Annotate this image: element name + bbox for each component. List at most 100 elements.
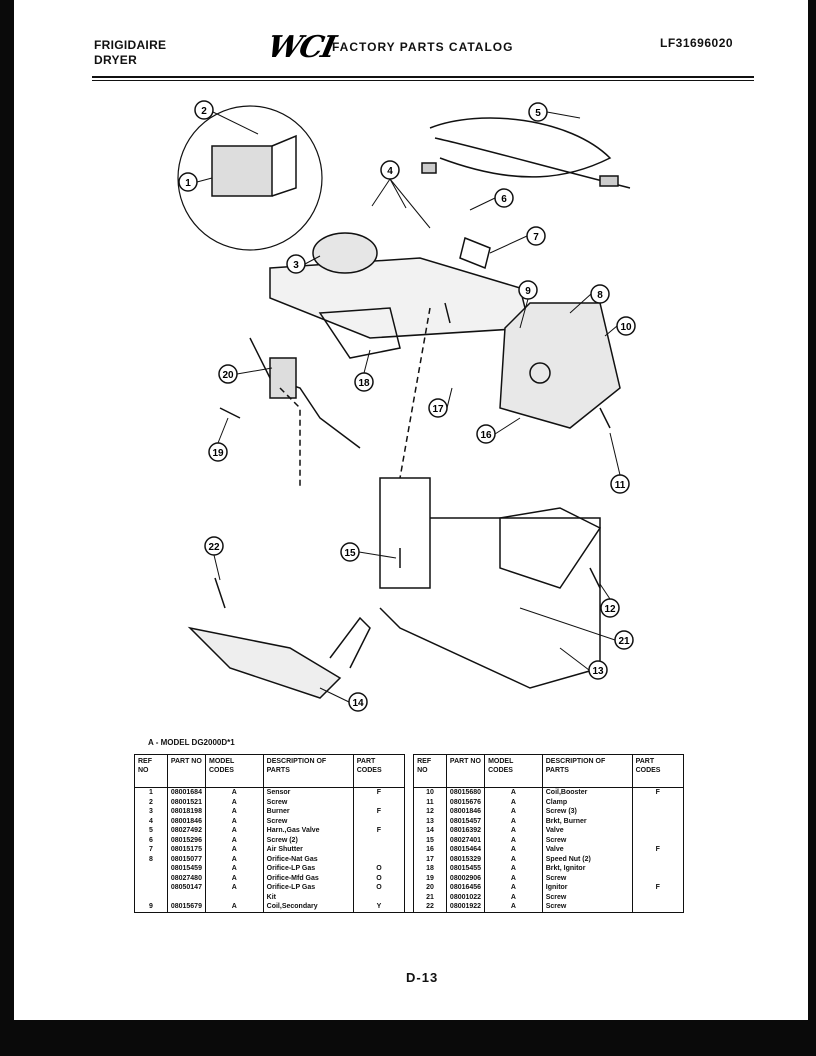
model-code-cell: A	[484, 816, 543, 826]
description-cell: Screw (2)	[262, 835, 354, 845]
catalog-title: FACTORY PARTS CATALOG	[332, 40, 514, 54]
wire-harness	[429, 117, 612, 178]
description-cell: Orifice-LP Gas	[262, 883, 354, 893]
leader-lines	[196, 111, 621, 703]
part-code-cell	[352, 835, 406, 845]
table-gap	[405, 874, 414, 884]
model-code-cell: A	[484, 845, 543, 855]
part-no-cell: 08001846	[166, 816, 206, 826]
wci-logo: WCI	[264, 30, 338, 65]
ref-no-cell: 5	[134, 826, 168, 836]
part-no-cell: 08001022	[445, 892, 486, 902]
harness-connector-b	[599, 175, 619, 187]
table-gap	[405, 845, 414, 855]
col-part-no: PART NO	[166, 754, 206, 788]
ignitor-wire	[249, 337, 361, 449]
callout-9: 9	[518, 280, 538, 300]
part-no-cell: 08015077	[166, 854, 206, 864]
table-gap	[405, 788, 414, 798]
part-code-cell: F	[631, 845, 685, 855]
svg-text:10: 10	[620, 322, 632, 333]
model-code-cell: A	[204, 826, 264, 836]
model-code-cell	[204, 892, 264, 902]
ref-no-cell	[134, 864, 168, 874]
brand-name: FRIGIDAIRE	[94, 38, 167, 52]
part-no-cell: 08015676	[445, 797, 486, 807]
ref-no-cell	[134, 892, 168, 902]
svg-text:11: 11	[615, 480, 626, 491]
description-cell: Speed Nut (2)	[541, 854, 633, 864]
catalog-number: LF31696020	[660, 36, 734, 50]
screw-19	[219, 407, 241, 419]
description-cell: Coil,Booster	[541, 787, 633, 798]
svg-text:14: 14	[352, 698, 364, 709]
valve-bracket	[499, 507, 602, 589]
ref-no-cell	[134, 883, 168, 893]
ref-no-cell: 19	[413, 873, 447, 883]
part-no-cell: 08015457	[445, 816, 486, 826]
callout-3: 3	[286, 254, 306, 274]
model-code-cell: A	[204, 854, 264, 864]
callout-16: 16	[476, 424, 496, 444]
clamp	[459, 236, 491, 270]
callout-2: 2	[194, 100, 214, 120]
col-part-codes-2: PART CODES	[631, 754, 685, 788]
part-code-cell	[631, 892, 685, 902]
description-cell: Harn.,Gas Valve	[262, 826, 354, 836]
part-no-cell: 08015680	[445, 787, 486, 798]
header-rule	[92, 76, 754, 78]
table-gap	[405, 817, 414, 827]
table-gap	[405, 836, 414, 846]
ref-no-cell: 2	[134, 797, 168, 807]
ref-no-cell: 6	[134, 835, 168, 845]
part-code-cell	[631, 816, 685, 826]
callout-4: 4	[380, 160, 400, 180]
ref-no-cell	[134, 873, 168, 883]
ref-no-cell: 4	[134, 816, 168, 826]
svg-text:20: 20	[222, 370, 234, 381]
col-description-2: DESCRIPTION OF PARTS	[541, 754, 633, 788]
part-code-cell	[352, 845, 406, 855]
callout-7: 7	[526, 226, 546, 246]
table-gap	[405, 883, 414, 893]
svg-text:2: 2	[201, 106, 207, 117]
model-code-cell: A	[484, 835, 543, 845]
svg-text:6: 6	[501, 194, 507, 205]
model-code-cell: A	[484, 864, 543, 874]
part-code-cell: F	[352, 787, 406, 798]
screw-22	[214, 577, 226, 609]
part-no-cell: 08001521	[166, 797, 206, 807]
part-code-cell	[631, 902, 685, 913]
description-cell: Clamp	[541, 797, 633, 807]
description-cell: Orifice-Mfd Gas	[262, 873, 354, 883]
ref-no-cell: 1	[134, 787, 168, 798]
callout-18: 18	[354, 372, 374, 392]
callout-1: 1	[178, 172, 198, 192]
col-ref-no: REF NO	[134, 754, 168, 788]
air-shutter	[329, 616, 371, 669]
brand-block: FRIGIDAIRE DRYER	[94, 38, 166, 68]
svg-text:16: 16	[480, 430, 492, 441]
col-part-no-2: PART NO	[445, 754, 486, 788]
part-code-cell	[631, 797, 685, 807]
callout-8: 8	[590, 284, 610, 304]
model-code-cell: A	[204, 883, 264, 893]
svg-text:21: 21	[618, 636, 630, 647]
model-code-cell: A	[484, 892, 543, 902]
callout-22: 22	[204, 536, 224, 556]
svg-text:15: 15	[344, 548, 356, 559]
ref-no-cell: 16	[413, 845, 447, 855]
svg-text:17: 17	[432, 404, 444, 415]
parts-illustration	[177, 105, 631, 699]
ref-no-cell: 3	[134, 807, 168, 817]
speed-nut	[444, 302, 451, 324]
part-code-cell: O	[352, 864, 406, 874]
description-cell: Orifice-Nat Gas	[262, 854, 354, 864]
table-gap	[405, 798, 414, 808]
table-gap	[405, 755, 414, 788]
